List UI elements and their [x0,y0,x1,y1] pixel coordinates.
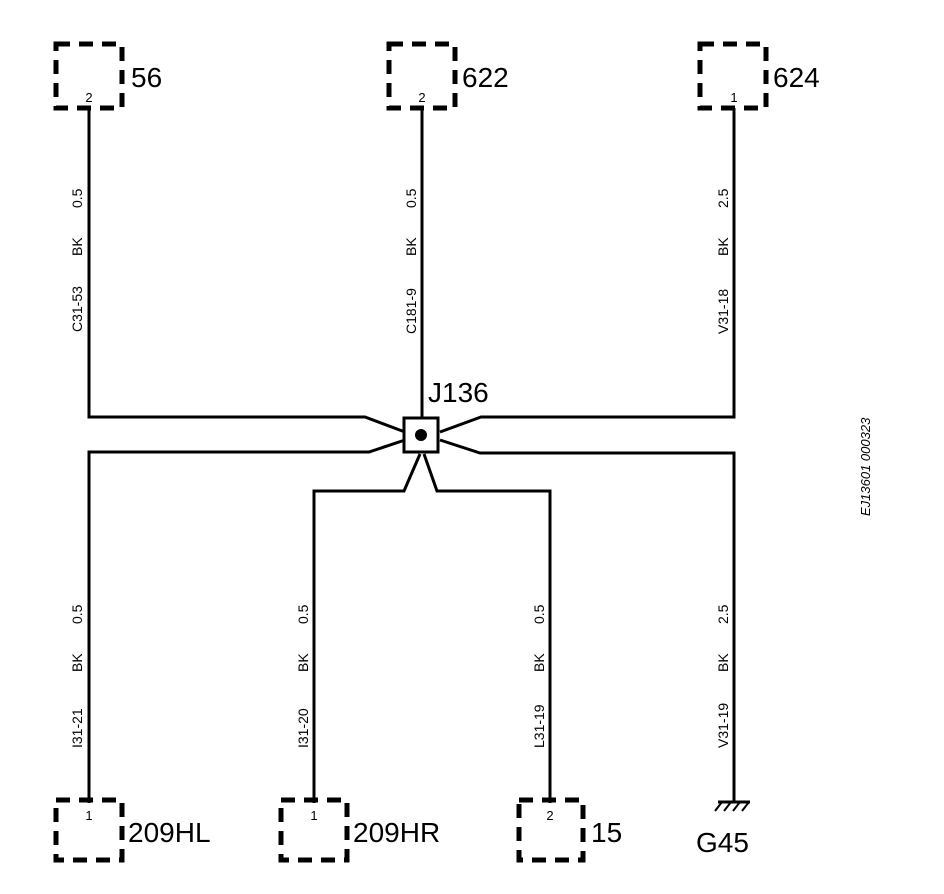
ground-label: G45 [696,827,749,858]
wire-g45-size: 2.5 [715,604,731,624]
connector-209hr-housing [278,797,350,863]
wire-622-color: BK [403,237,419,256]
wire-209hr[interactable] [312,453,422,803]
connector-56-label: 56 [131,62,162,93]
connector-15-pin: 2 [546,808,553,823]
connector-624-pin: 1 [730,90,737,105]
figure-reference-text: EJ13601 000323 [858,417,873,516]
connector-15-housing [516,797,586,863]
wire-209hr-color: BK [295,653,311,672]
connector-56-pin: 2 [85,90,92,105]
wire-g45[interactable] [439,438,736,801]
wire-209hl-color: BK [69,653,85,672]
connector-622[interactable]: 2 622 [386,41,509,111]
wire-g45-color: BK [715,653,731,672]
wire-209hl-label: I31-21 BK 0.5 [69,604,85,748]
connector-209hl-housing [53,797,125,863]
wire-56-label: C31-53 BK 0.5 [69,188,85,332]
connector-209hr[interactable]: 1 209HR [278,797,440,863]
wire-209hr-size: 0.5 [295,604,311,624]
wire-15-color: BK [531,653,547,672]
connector-622-pin: 2 [418,90,425,105]
wire-624[interactable] [439,108,736,434]
connector-624-label: 624 [773,62,820,93]
wire-209hr-circuit: I31-20 [295,708,311,748]
wire-56[interactable] [87,108,406,434]
junction-j136[interactable]: J136 [402,377,489,454]
junction-dot [415,429,427,441]
connector-209hr-label: 209HR [353,817,440,848]
wire-209hl-circuit: I31-21 [69,708,85,748]
connector-209hl[interactable]: 1 209HL [53,797,211,863]
wire-622-size: 0.5 [403,188,419,208]
junction-label: J136 [428,377,489,408]
wire-56-color: BK [69,237,85,256]
ground-icon [714,800,750,812]
wire-624-label: V31-18 BK 2.5 [715,188,731,334]
connector-15-label: 15 [591,817,622,848]
wire-g45-circuit: V31-19 [715,703,731,748]
connector-622-label: 622 [462,62,509,93]
figure-reference: EJ13601 000323 [858,417,873,516]
wire-15-circuit: L31-19 [531,704,547,748]
connector-209hl-label: 209HL [128,817,211,848]
wire-622-label: C181-9 BK 0.5 [403,188,419,334]
connector-209hr-pin: 1 [310,808,317,823]
wire-15-label: L31-19 BK 0.5 [531,604,547,748]
wire-g45-label: V31-19 BK 2.5 [715,604,731,748]
connector-209hl-pin: 1 [85,808,92,823]
wire-56-size: 0.5 [69,188,85,208]
wire-624-size: 2.5 [715,188,731,208]
connector-15[interactable]: 2 15 [516,797,622,863]
connector-56[interactable]: 2 56 [53,41,162,111]
wire-209hl[interactable] [87,438,406,803]
wire-56-circuit: C31-53 [69,286,85,332]
wire-209hl-size: 0.5 [69,604,85,624]
wire-209hr-label: I31-20 BK 0.5 [295,604,311,748]
wire-624-circuit: V31-18 [715,289,731,334]
wire-15[interactable] [422,453,552,803]
wire-622-circuit: C181-9 [403,288,419,334]
ground-g45[interactable]: G45 [696,800,750,858]
connector-624[interactable]: 1 624 [697,41,820,111]
wire-15-size: 0.5 [531,604,547,624]
wire-624-color: BK [715,237,731,256]
